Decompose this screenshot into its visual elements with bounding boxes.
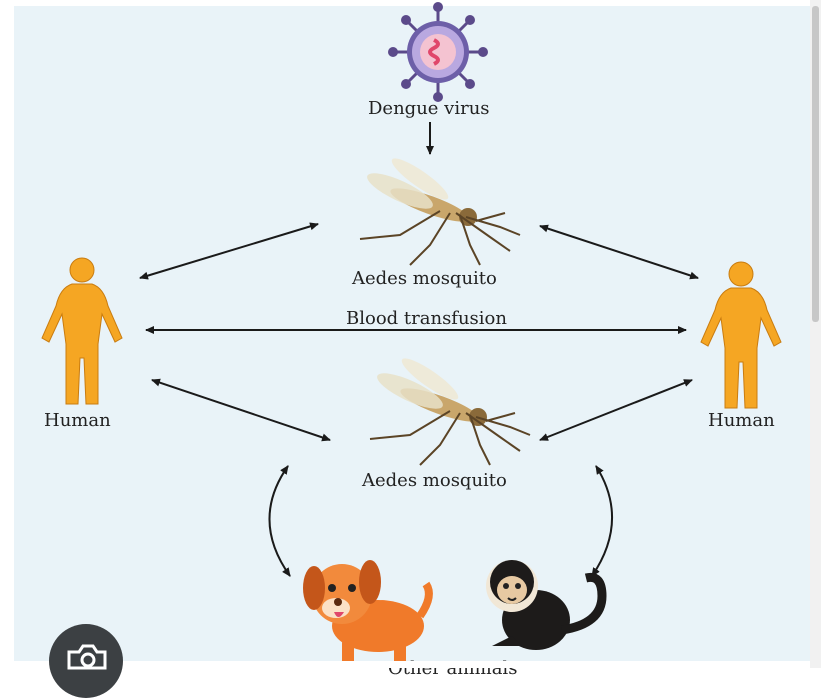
human-silhouette-icon <box>42 258 122 404</box>
dog-icon <box>303 560 429 666</box>
transfusion-label: Blood transfusion <box>346 308 507 329</box>
lens-camera-icon <box>49 624 123 698</box>
mosquito-icon <box>370 353 530 465</box>
mosquito-top-label: Aedes mosquito <box>352 268 497 289</box>
human-silhouette-icon <box>701 262 781 408</box>
mosquito-bottom-label: Aedes mosquito <box>362 470 507 491</box>
dengue-virus-icon <box>388 2 488 102</box>
arrow-mosquito-top-human-right <box>540 226 698 278</box>
arrow-mosquito-to-monkey <box>592 466 612 576</box>
arrow-mosquito-bottom-human-right <box>540 380 692 440</box>
mosquito-icon <box>360 153 520 265</box>
monkey-icon <box>486 560 602 650</box>
diagram-frame: Dengue virus Aedes mosquito Blood transf… <box>0 0 821 668</box>
scrollbar-thumb[interactable] <box>812 6 819 322</box>
arrow-mosquito-to-dog <box>269 466 290 576</box>
arrow-human-left-mosquito-bottom <box>152 380 330 440</box>
human-right-label: Human <box>708 410 775 431</box>
human-left-label: Human <box>44 410 111 431</box>
lens-search-button[interactable] <box>49 624 123 698</box>
virus-label: Dengue virus <box>368 98 490 119</box>
arrow-human-left-mosquito-top <box>140 224 318 278</box>
